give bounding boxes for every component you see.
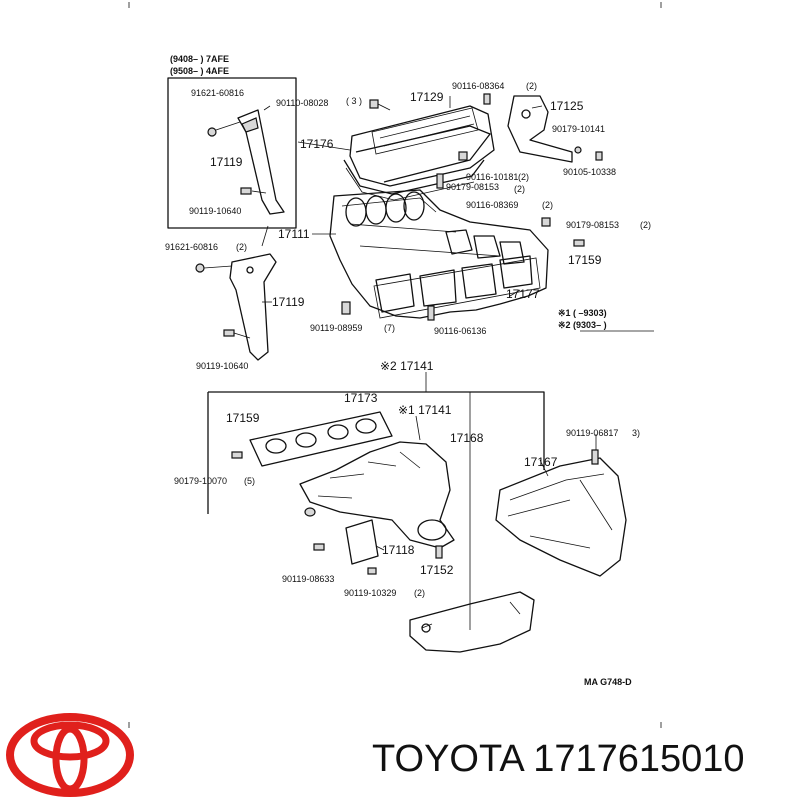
label-17167: 17167 [524, 455, 558, 469]
label-91621-60816-a: 91621-60816 [191, 88, 244, 98]
label-90105-10338: 90105-10338 [563, 167, 616, 177]
label-17173: 17173 [344, 391, 378, 405]
label-17119-lower: 17119 [272, 295, 305, 309]
label-90119-08633: 90119-08633 [282, 574, 334, 584]
footnote-line-1: ※1 ( –9303) [558, 308, 607, 318]
label-90179-08153-a: 90179-08153 [446, 182, 499, 192]
heat-insulator-17167 [495, 449, 627, 577]
label-qty-5: (5) [244, 476, 255, 486]
exhaust-group-frame [207, 372, 545, 630]
label-qty-2-b: (2) [514, 184, 525, 194]
label-90119-10640-b: 90119-10640 [196, 361, 248, 371]
label-90119-10329: 90119-10329 [344, 588, 396, 598]
label-17159-lower: 17159 [226, 411, 260, 425]
intake-manifold-17111 [329, 189, 549, 319]
label-17168: 17168 [450, 431, 484, 445]
stay-17118 [313, 519, 443, 575]
brand-name: TOYOTA [372, 738, 523, 780]
label-qty-2-d: (2) [542, 200, 553, 210]
label-qty-2-g: (2) [414, 588, 425, 598]
label-90119-10640-a: 90119-10640 [189, 206, 241, 216]
label-17119-upper: 17119 [210, 155, 243, 169]
label-90116-08369: 90116-08369 [466, 200, 518, 210]
label-qty-3: ( 3 ) [346, 96, 362, 106]
legend-line-2: (9508– ) 4AFE [170, 66, 229, 76]
bracket-17119-lower [195, 225, 277, 361]
brand-part-caption: TOYOTA 1717615010 [372, 738, 745, 781]
label-90116-10181: 90116-10181 [466, 172, 518, 182]
label-17152: 17152 [420, 563, 454, 577]
label-90179-08153-b: 90179-08153 [566, 220, 619, 230]
label-90179-10141: 90179-10141 [552, 124, 605, 134]
legend-line-1: (9408– ) 7AFE [170, 54, 229, 64]
exhaust-gasket-17173 [231, 411, 393, 467]
date-footnote: ※1 ( –9303) ※2 (9303– ) [558, 308, 654, 332]
label-17141-note1: ※1 17141 [398, 403, 452, 417]
label-17111: 17111 [278, 227, 310, 241]
toyota-logo [6, 713, 134, 797]
label-17118: 17118 [382, 543, 415, 557]
footnote-line-2: ※2 (9303– ) [558, 320, 607, 330]
bracket-17125 [483, 93, 603, 163]
label-qty-2-e: (2) [640, 220, 651, 230]
gasket-17177 [373, 257, 541, 319]
label-17129: 17129 [410, 90, 444, 104]
label-qty-7: (7) [384, 323, 395, 333]
label-qty-2-f: (2) [236, 242, 247, 252]
label-qty-2-c: (2) [518, 172, 529, 182]
bracket-17119-upper [207, 109, 285, 215]
leader-lines [262, 96, 597, 551]
label-qty-3-b: 3) [632, 428, 640, 438]
label-qty-2-a: (2) [526, 81, 537, 91]
variant-box [167, 77, 297, 229]
label-90116-08364: 90116-08364 [452, 81, 504, 91]
exhaust-manifold-17141 [299, 441, 455, 549]
label-90110-08028: 90110-08028 [276, 98, 328, 108]
engine-variant-legend: (9408– ) 7AFE (9508– ) 4AFE [167, 54, 297, 229]
label-91621-60816-b: 91621-60816 [165, 242, 218, 252]
label-90116-06136: 90116-06136 [434, 326, 486, 336]
label-90119-08959: 90119-08959 [310, 323, 362, 333]
intake-chamber-17129 [349, 99, 495, 187]
crop-marks [128, 2, 662, 728]
label-90179-10070: 90179-10070 [174, 476, 227, 486]
figure-code: MA G748-D [584, 677, 632, 687]
studs-upper [341, 151, 585, 321]
label-17176: 17176 [300, 137, 334, 151]
label-17141-note2: ※2 17141 [380, 359, 434, 373]
label-17125: 17125 [550, 99, 584, 113]
label-17159-upper: 17159 [568, 253, 602, 267]
heat-insulator-lower [409, 591, 535, 653]
part-number: 1717615010 [533, 738, 745, 780]
label-90119-06817: 90119-06817 [566, 428, 618, 438]
label-17177: 17177 [506, 287, 540, 301]
part-labels: 91621-60816 90110-08028 ( 3 ) 17129 9011… [165, 81, 651, 598]
